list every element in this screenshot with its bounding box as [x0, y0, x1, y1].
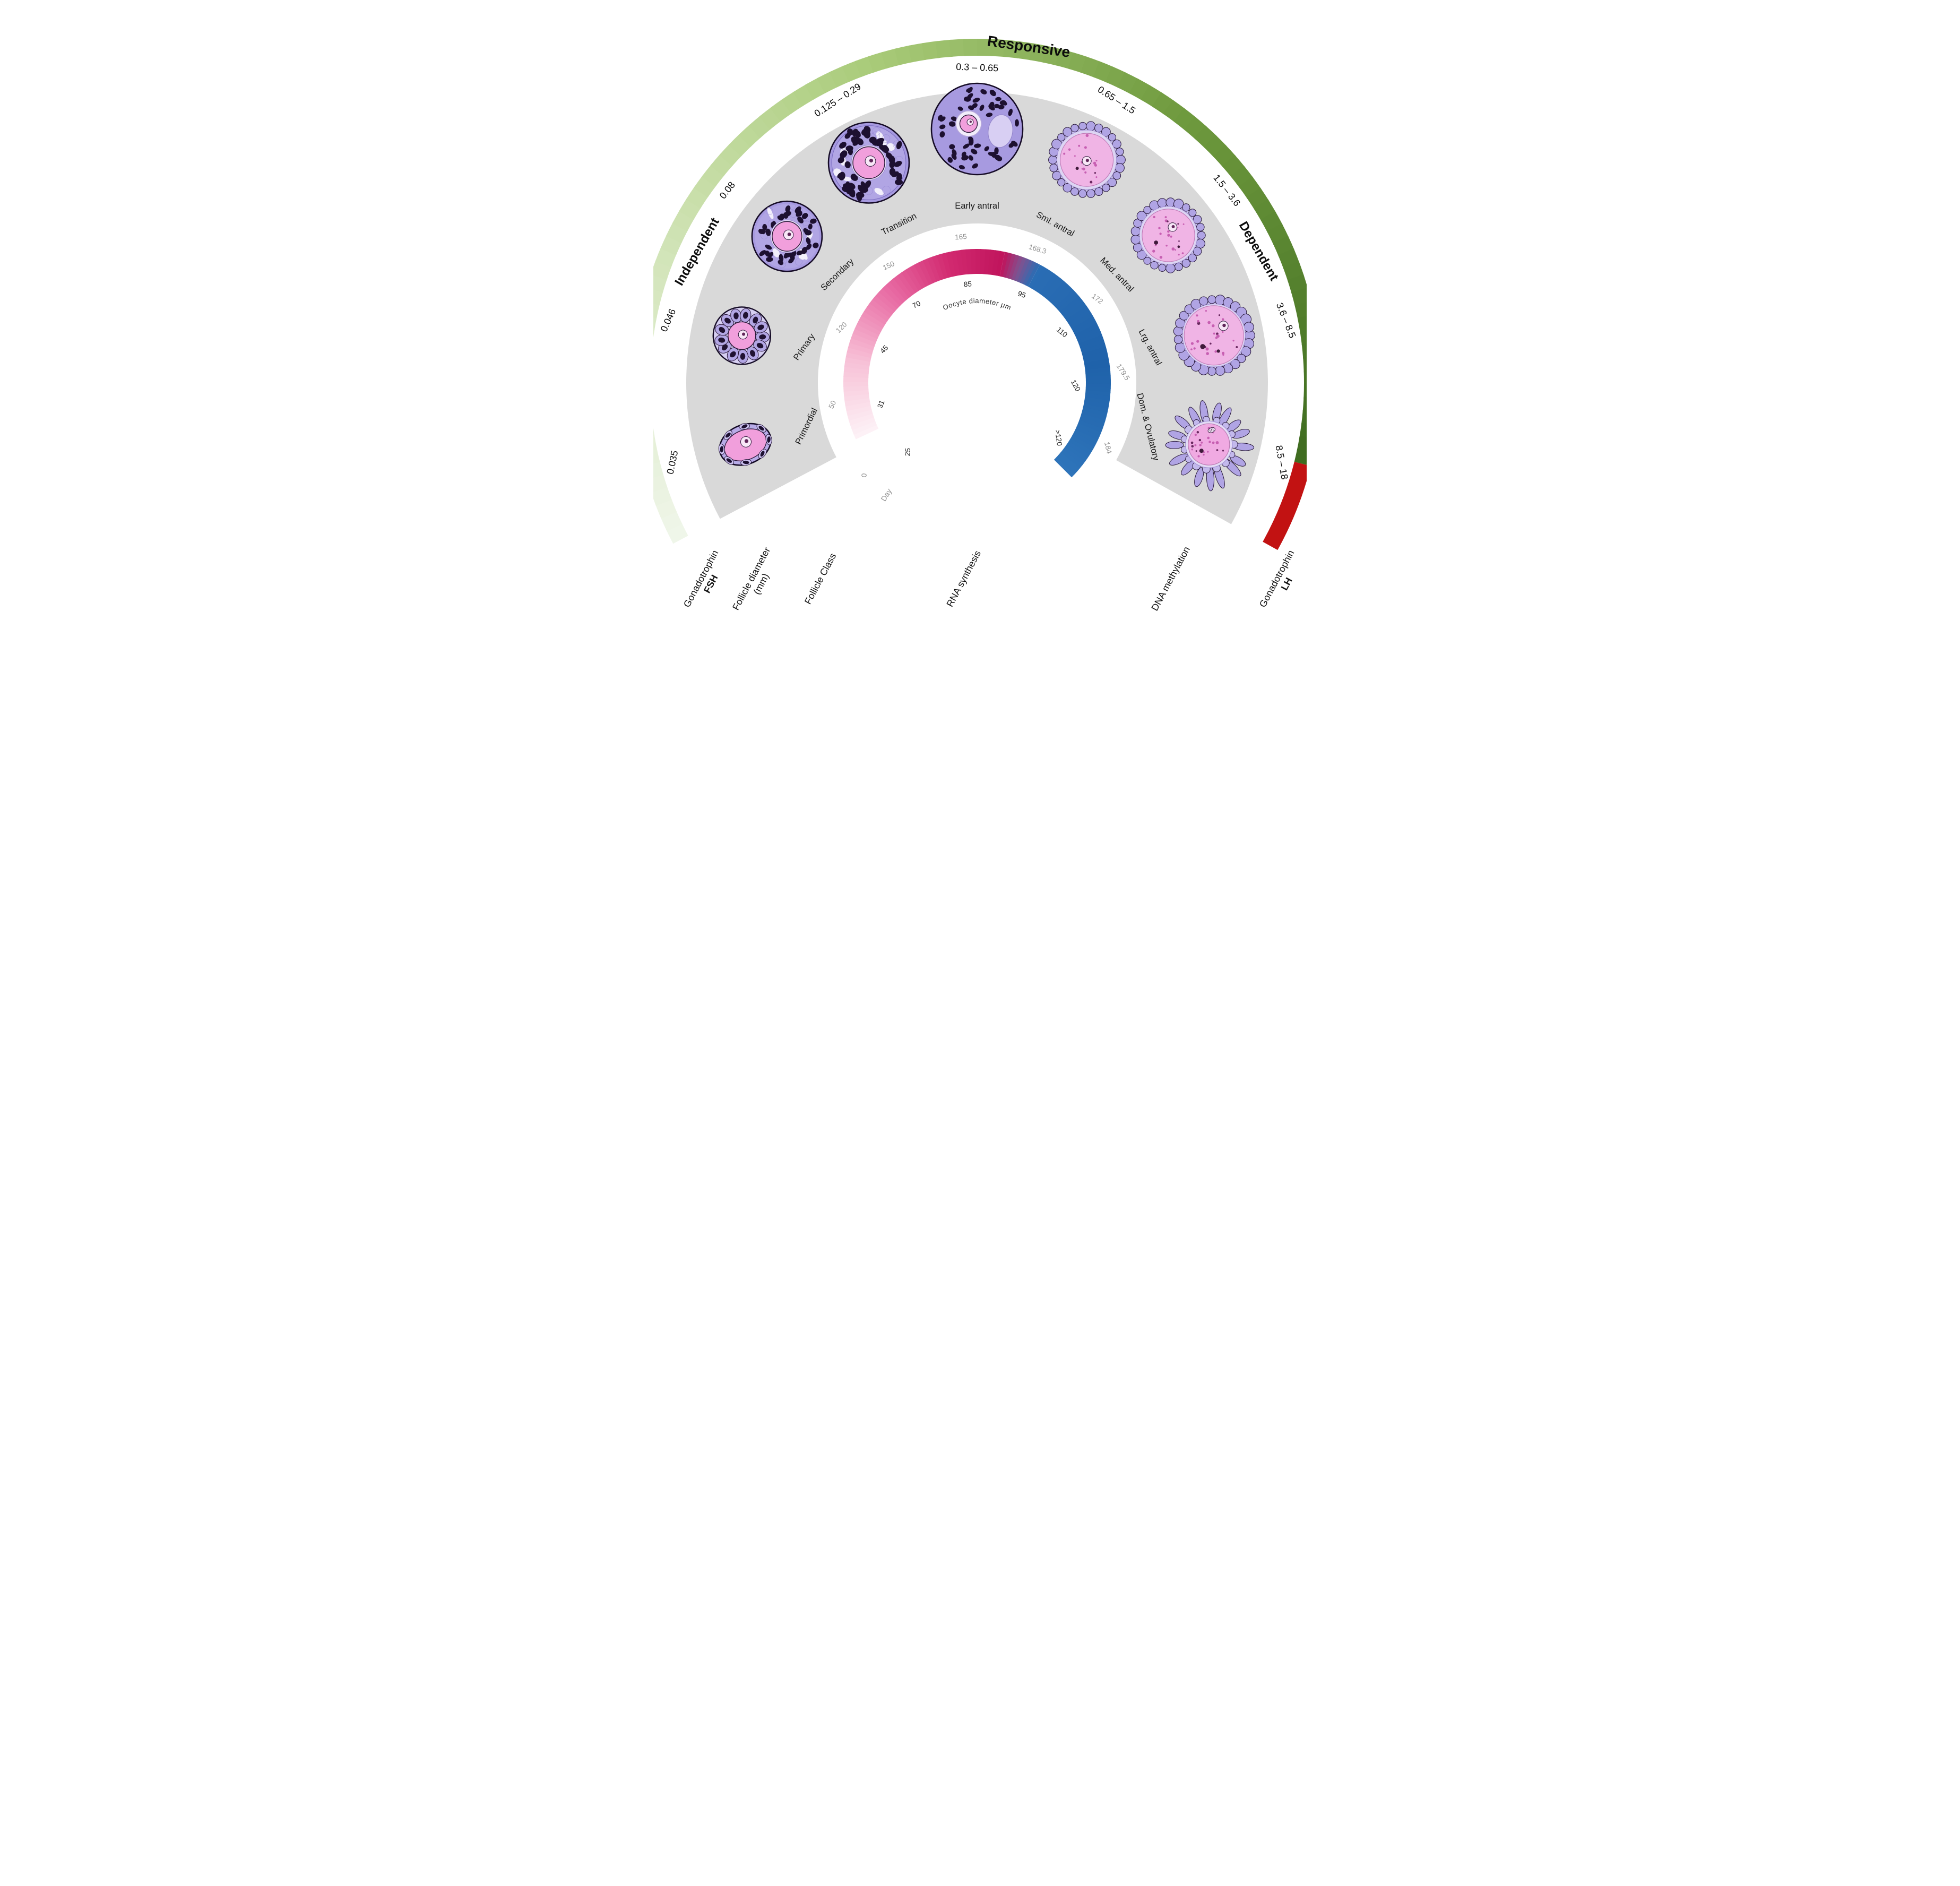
follicle-illustration-primordial: [718, 423, 772, 466]
day-value-primary: 50: [827, 399, 837, 410]
oocyte-diameter-value-primary: 31: [876, 399, 886, 410]
rings-layer: [653, 38, 1307, 550]
gonadotrophin-lh-line1: Gonadotrophin: [1257, 548, 1297, 609]
follicle-illustration-primary: [712, 306, 772, 365]
dna-methylation-ring-label: DNA methylation: [1149, 545, 1192, 613]
oocyte-diameter-value-lrg-antral: 120: [1069, 378, 1082, 393]
follicle-illustration-early-antral: [930, 82, 1024, 176]
follicle-class-gray-band: [686, 92, 1268, 524]
follicle-diameter-value-dom-ovulatory: 8.5 – 18: [1274, 444, 1290, 480]
rna-synthesis-arc: [843, 249, 1005, 440]
oocyte-diameter-value-primordial: 25: [903, 448, 912, 457]
oocyte-diameter-value-sml-antral: 95: [1017, 289, 1027, 299]
dna-methylation-arc: [1028, 264, 1111, 478]
rna-synthesis-ring-label: RNA synthesis: [944, 549, 983, 609]
day-value-transition: 150: [882, 260, 896, 272]
follicle-diameter-value-primary: 0.046: [659, 307, 678, 333]
day-value-med-antral: 172: [1090, 292, 1104, 305]
oocyte-axis-arc-path: [902, 303, 1052, 356]
oocyte-diameter-value-med-antral: 110: [1055, 325, 1069, 339]
follicle-diameter-value-secondary: 0.08: [718, 180, 737, 201]
day-ring-label: Day: [879, 487, 893, 503]
follicle-illustrations-layer: [712, 82, 1255, 492]
rna-dna-blend-arc: [999, 252, 1040, 287]
oocyte-diameter-value-transition: 70: [911, 299, 922, 310]
day-value-dom-ovulatory: 184: [1103, 441, 1113, 455]
lh-gonadotrophin-arc: [1263, 462, 1307, 550]
gonadotrophin-fsh-label: Gonadotrophin FSH: [681, 548, 721, 609]
oocyte-diameter-axis-label: Oocyte diameter μm: [942, 297, 1013, 312]
day-value-secondary: 120: [834, 321, 849, 335]
follicle-illustration-med-antral: [1130, 197, 1206, 273]
follicle-class-label-early-antral: Early antral: [955, 201, 999, 211]
follicle-diameter-value-lrg-antral: 3.6 – 8.5: [1274, 301, 1298, 339]
follicle-class-ring-label: Follicle Class: [802, 552, 838, 606]
day-value-early-antral: 165: [955, 232, 968, 242]
follicle-illustration-secondary: [751, 200, 823, 272]
day-value-primordial: 0: [860, 473, 868, 478]
oocyte-diameter-value-secondary: 45: [878, 343, 890, 355]
follicle-diameter-ring-label: Follicle diameter (mm): [730, 546, 772, 612]
oocyte-diameter-value-dom-ovulatory: >120: [1054, 429, 1064, 446]
follicle-diameter-value-early-antral: 0.3 – 0.65: [956, 62, 999, 74]
follicle-illustration-dom-ovulatory: [1165, 400, 1255, 492]
day-value-sml-antral: 168.3: [1028, 243, 1048, 255]
follicle-illustration-lrg-antral: [1173, 295, 1255, 376]
fsh-gonadotrophin-arc: [653, 38, 1307, 544]
follicle-illustration-transition: [827, 122, 910, 204]
follicle-illustration-sml-antral: [1048, 121, 1126, 198]
gonadotrophin-lh-label: Gonadotrophin LH: [1257, 548, 1297, 609]
day-value-lrg-antral: 179.5: [1115, 363, 1132, 382]
follicle-diameter-value-primordial: 0.035: [664, 450, 680, 475]
oocyte-diameter-value-early-antral: 85: [963, 280, 972, 288]
